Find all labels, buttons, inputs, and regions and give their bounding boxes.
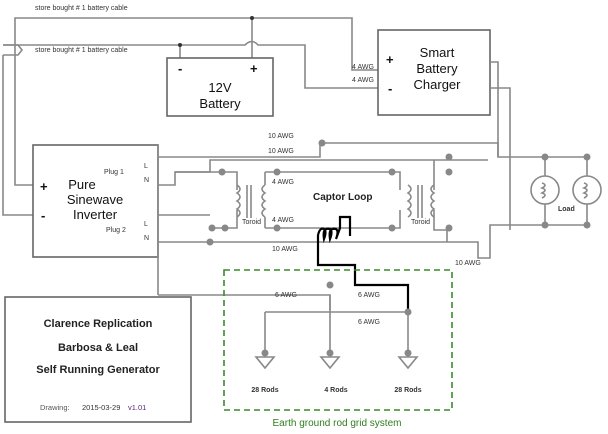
plug2-N: N — [144, 235, 149, 242]
plug1-L: L — [144, 163, 148, 170]
wire-label-10awg-2: 10 AWG — [268, 148, 294, 155]
charger-box — [377, 29, 491, 116]
charger-plus: + — [386, 52, 394, 67]
ground-symbol-3 — [397, 356, 419, 370]
battery-label-1: 12V — [208, 80, 231, 95]
wire-label-6awg-1: 6 AWG — [275, 292, 297, 299]
ground-system-title: Earth ground rod grid system — [273, 418, 402, 429]
wire-charger-pos — [490, 61, 499, 157]
wire-inv-plus — [14, 45, 33, 186]
junction-dots — [206, 139, 591, 357]
toroid-left-coil1 — [235, 184, 241, 218]
wire-label-10awg-1: 10 AWG — [268, 133, 294, 140]
toroid-right-label: Toroid — [411, 219, 430, 226]
junction — [178, 43, 182, 47]
inverter-plus: + — [40, 179, 48, 194]
plug2-L: L — [144, 221, 148, 228]
ground-symbol-2 — [319, 356, 341, 370]
inverter-minus: - — [41, 208, 45, 223]
cable-label-top: store bought # 1 battery cable — [35, 5, 128, 12]
inverter-label-1: Pure — [68, 177, 95, 192]
wire-second-cable — [3, 44, 24, 56]
wire-label-6awg-3: 6 AWG — [358, 319, 380, 326]
cable-label-second: store bought # 1 battery cable — [35, 47, 128, 54]
toroid-right-coil2 — [430, 184, 436, 218]
drawing-version: v1.01 — [128, 403, 146, 412]
rod-label-1: 28 Rods — [251, 387, 278, 394]
wire-toroid-left-bot — [212, 210, 238, 229]
ground-grid-box — [223, 269, 453, 411]
wire-label-10awg-3: 10 AWG — [272, 246, 298, 253]
title-line-1: Clarence Replication — [44, 318, 153, 330]
wire-captor-top — [265, 171, 401, 190]
wire-captor-bot — [265, 210, 401, 229]
wire-neg-to-charger — [180, 40, 380, 89]
load-label: Load — [558, 206, 575, 213]
wire-right-toroid — [433, 160, 448, 242]
wire-captor-to-ground — [316, 235, 410, 312]
charger-minus: - — [388, 81, 392, 96]
charger-label-3: Charger — [414, 77, 462, 92]
charger-label-1: Smart — [420, 45, 455, 60]
wire-label-6awg-2: 6 AWG — [358, 292, 380, 299]
wire-top-cable — [14, 17, 380, 71]
battery-box — [166, 57, 274, 117]
charger-wire-2: 4 AWG — [352, 77, 374, 84]
captor-coil — [316, 215, 352, 244]
wire-inv-minus — [2, 55, 33, 216]
drawing-date: 2015-03-29 — [82, 403, 120, 412]
inverter-label-2: Sinewave — [67, 192, 123, 207]
bulb-filament — [539, 182, 546, 199]
plug1-N: N — [144, 177, 149, 184]
wire-label-4awg-1: 4 AWG — [272, 179, 294, 186]
rod-label-2: 4 Rods — [324, 387, 347, 394]
bulb-filament — [581, 182, 588, 199]
title-block — [4, 296, 192, 423]
inverter-label-3: Inverter — [73, 207, 118, 222]
battery-minus: - — [178, 61, 182, 76]
charger-label-2: Battery — [416, 61, 458, 76]
toroid-right-coil1 — [406, 184, 412, 218]
title-line-3: Self Running Generator — [36, 364, 160, 376]
toroid-left-coil2 — [261, 184, 267, 218]
junction — [250, 16, 254, 20]
inverter-box — [32, 144, 159, 258]
plug1-label: Plug 1 — [104, 169, 124, 176]
battery-label-2: Battery — [199, 96, 241, 111]
plug2-label: Plug 2 — [106, 227, 126, 234]
wire-plug1-L — [158, 142, 585, 158]
drawing-label: Drawing: — [40, 403, 70, 412]
wire-toroid-left-top — [175, 171, 238, 190]
wire-label-10awg-4: 10 AWG — [455, 260, 481, 267]
battery-plus: + — [250, 61, 258, 76]
captor-loop-label: Captor Loop — [313, 192, 372, 203]
rod-label-3: 28 Rods — [394, 387, 421, 394]
wire-label-4awg-2: 4 AWG — [272, 217, 294, 224]
wire-charger-neg — [490, 87, 511, 230]
charger-wire-1: 4 AWG — [352, 64, 374, 71]
title-line-2: Barbosa & Leal — [58, 342, 138, 354]
ground-symbol-1 — [254, 356, 276, 370]
wire-plug2-N — [158, 224, 585, 259]
toroid-left-label: Toroid — [242, 219, 261, 226]
